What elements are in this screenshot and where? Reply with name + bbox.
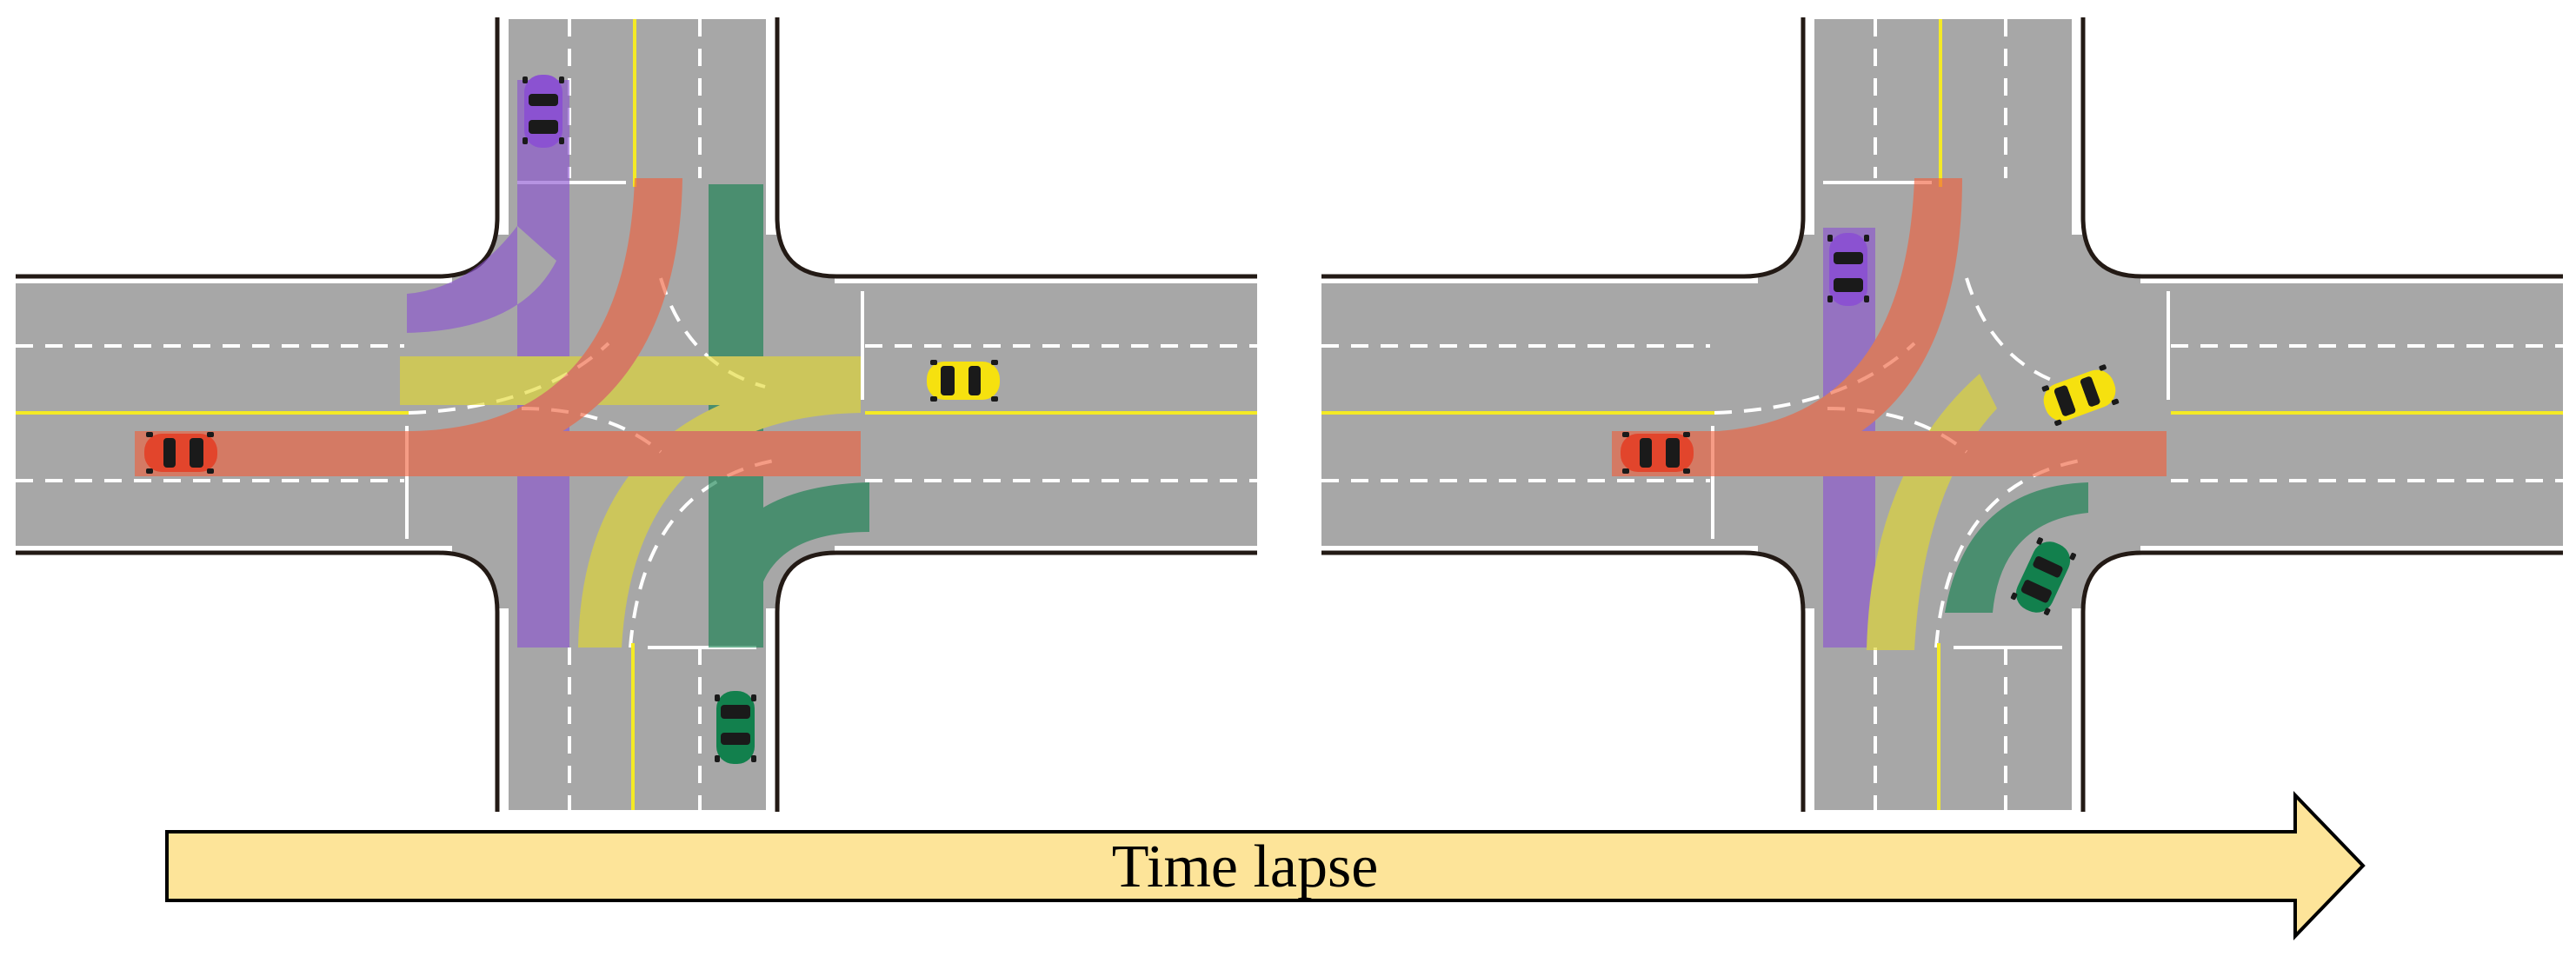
center-lines xyxy=(16,19,1257,810)
time-lapse-arrow xyxy=(165,791,2366,940)
red-trajectory xyxy=(1612,178,2167,476)
time-lapse-label: Time lapse xyxy=(1112,833,1379,900)
green-trajectory xyxy=(1945,482,2088,613)
intersection-after xyxy=(1288,0,2576,963)
curb-lines xyxy=(0,0,1272,820)
center-lines xyxy=(1321,19,2563,810)
purple-trajectory xyxy=(407,80,569,648)
stop-lines xyxy=(1711,181,2170,649)
curb-lines xyxy=(1303,0,2576,820)
vehicle-red-car xyxy=(144,432,217,474)
vehicle-green-car xyxy=(715,691,756,764)
vehicle-purple-car xyxy=(1827,233,1869,306)
trajectories xyxy=(1612,178,2167,650)
vehicle-red-car xyxy=(1621,432,1694,474)
vehicle-yellow-car xyxy=(927,360,1000,402)
vehicle-purple-car xyxy=(523,75,564,148)
green-trajectory xyxy=(709,184,869,648)
intersection-before xyxy=(0,0,1272,820)
yellow-trajectory xyxy=(400,356,861,648)
